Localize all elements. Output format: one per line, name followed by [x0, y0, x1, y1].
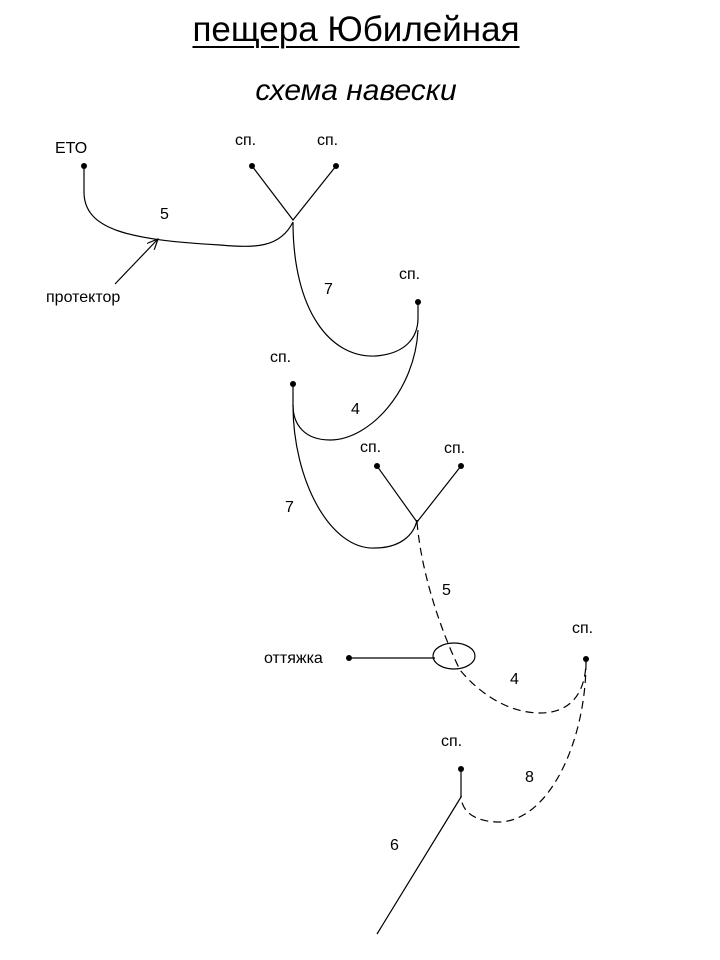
anchor-label: сп. — [441, 733, 462, 750]
deviation-label: оттяжка — [264, 650, 323, 667]
y-hang-1 — [251, 165, 337, 221]
anchor-label: сп. — [317, 132, 338, 149]
rope-length-label: 4 — [351, 401, 360, 418]
rope-segment-5 — [416, 521, 587, 714]
eto-label: ЕТО — [55, 140, 87, 157]
anchor-point — [374, 463, 380, 469]
anchor-point — [333, 163, 339, 169]
anchor-point — [415, 299, 421, 305]
rope-length-label: 7 — [285, 499, 294, 516]
rope-segment-8 — [376, 796, 462, 935]
anchor-label: сп. — [444, 440, 465, 457]
y-hang-2 — [376, 465, 462, 524]
anchor-points — [81, 163, 589, 772]
rope-length-label: 8 — [525, 769, 534, 786]
anchor-label: сп. — [399, 266, 420, 283]
protector-arrow — [114, 239, 158, 285]
rope-length-label: 6 — [390, 837, 399, 854]
anchor-label: сп. — [360, 439, 381, 456]
anchor-label: сп. — [572, 620, 593, 637]
rope-length-label: 7 — [324, 281, 333, 298]
rope-segment-4 — [292, 404, 418, 549]
anchor-point — [346, 655, 352, 661]
rope-segment-1 — [83, 166, 294, 247]
anchor-point — [458, 766, 464, 772]
anchor-label: сп. — [270, 349, 291, 366]
page-title: пещера Юбилейная — [192, 10, 520, 49]
page-subtitle: схема навески — [255, 74, 457, 107]
anchor-label: сп. — [235, 132, 256, 149]
anchor-point — [583, 656, 589, 662]
rope-length-label: 5 — [160, 206, 169, 223]
anchor-point — [290, 381, 296, 387]
anchor-point — [81, 163, 87, 169]
deviation-ring — [432, 642, 476, 670]
anchor-point — [458, 463, 464, 469]
rope-segment-2 — [292, 221, 419, 357]
rope-length-label: 4 — [510, 671, 519, 688]
rope-segment-3 — [292, 329, 419, 441]
protector-label: протектор — [46, 289, 120, 306]
rope-segment-6 — [460, 661, 587, 823]
anchor-point — [249, 163, 255, 169]
rope-length-label: 5 — [442, 582, 451, 599]
